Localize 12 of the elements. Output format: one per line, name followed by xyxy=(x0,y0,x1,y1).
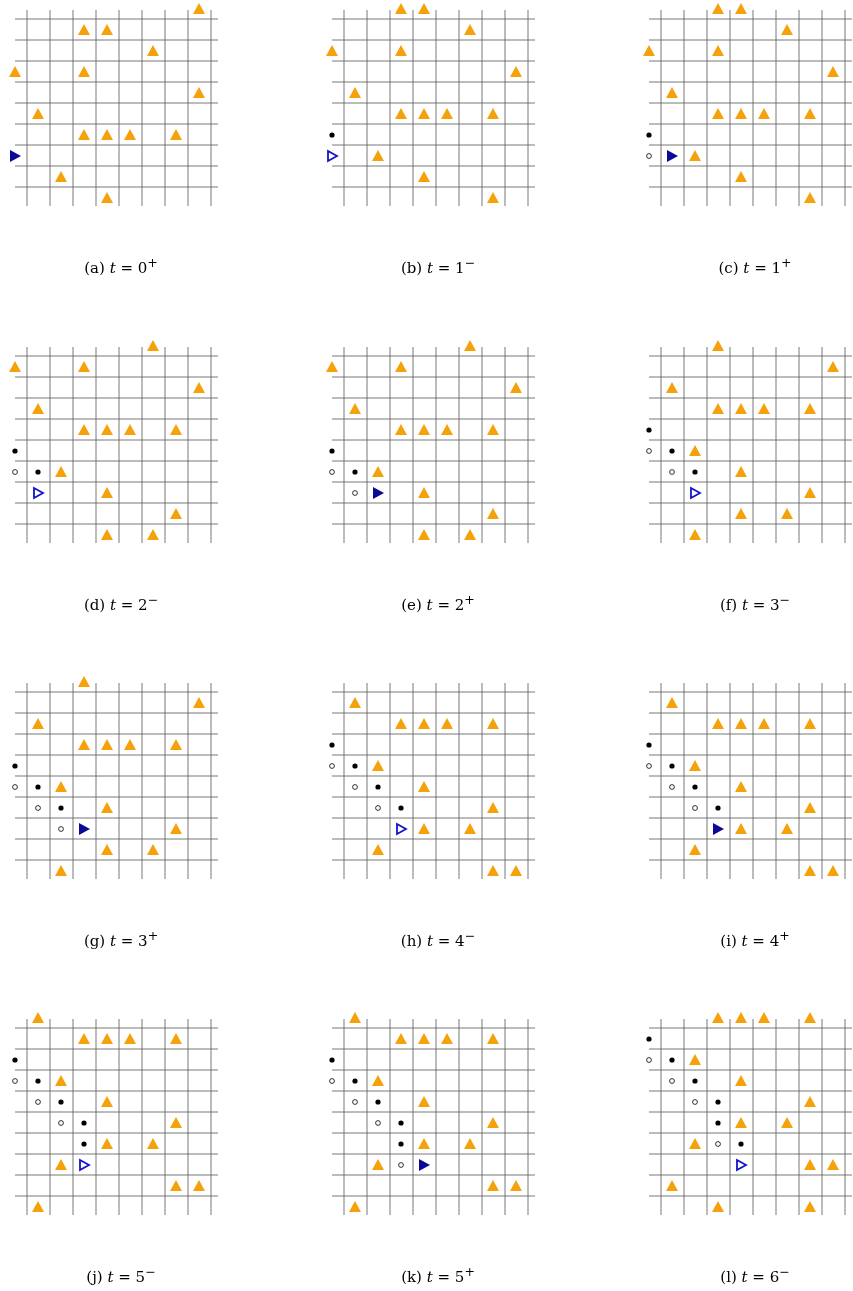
panel-caption: (c) t = 1$^{+}$ xyxy=(718,255,792,277)
panel-caption: (d) t = 2$^{−}$ xyxy=(83,592,159,614)
panel-caption: (j) t = 5$^{−}$ xyxy=(86,1264,156,1286)
panel-caption: (k) t = 5$^{+}$ xyxy=(401,1264,475,1286)
panel-caption: (g) t = 3$^{+}$ xyxy=(83,928,159,950)
panel-caption: (l) t = 6$^{−}$ xyxy=(720,1264,790,1286)
panel-caption: (e) t = 2$^{+}$ xyxy=(401,592,475,614)
panel-caption: (b) t = 1$^{−}$ xyxy=(400,255,476,277)
panel-caption: (f) t = 3$^{−}$ xyxy=(719,592,791,614)
panel-caption: (i) t = 4$^{+}$ xyxy=(720,928,790,950)
panel-caption: (a) t = 0$^{+}$ xyxy=(84,255,158,277)
panel-caption: (h) t = 4$^{−}$ xyxy=(400,928,476,950)
